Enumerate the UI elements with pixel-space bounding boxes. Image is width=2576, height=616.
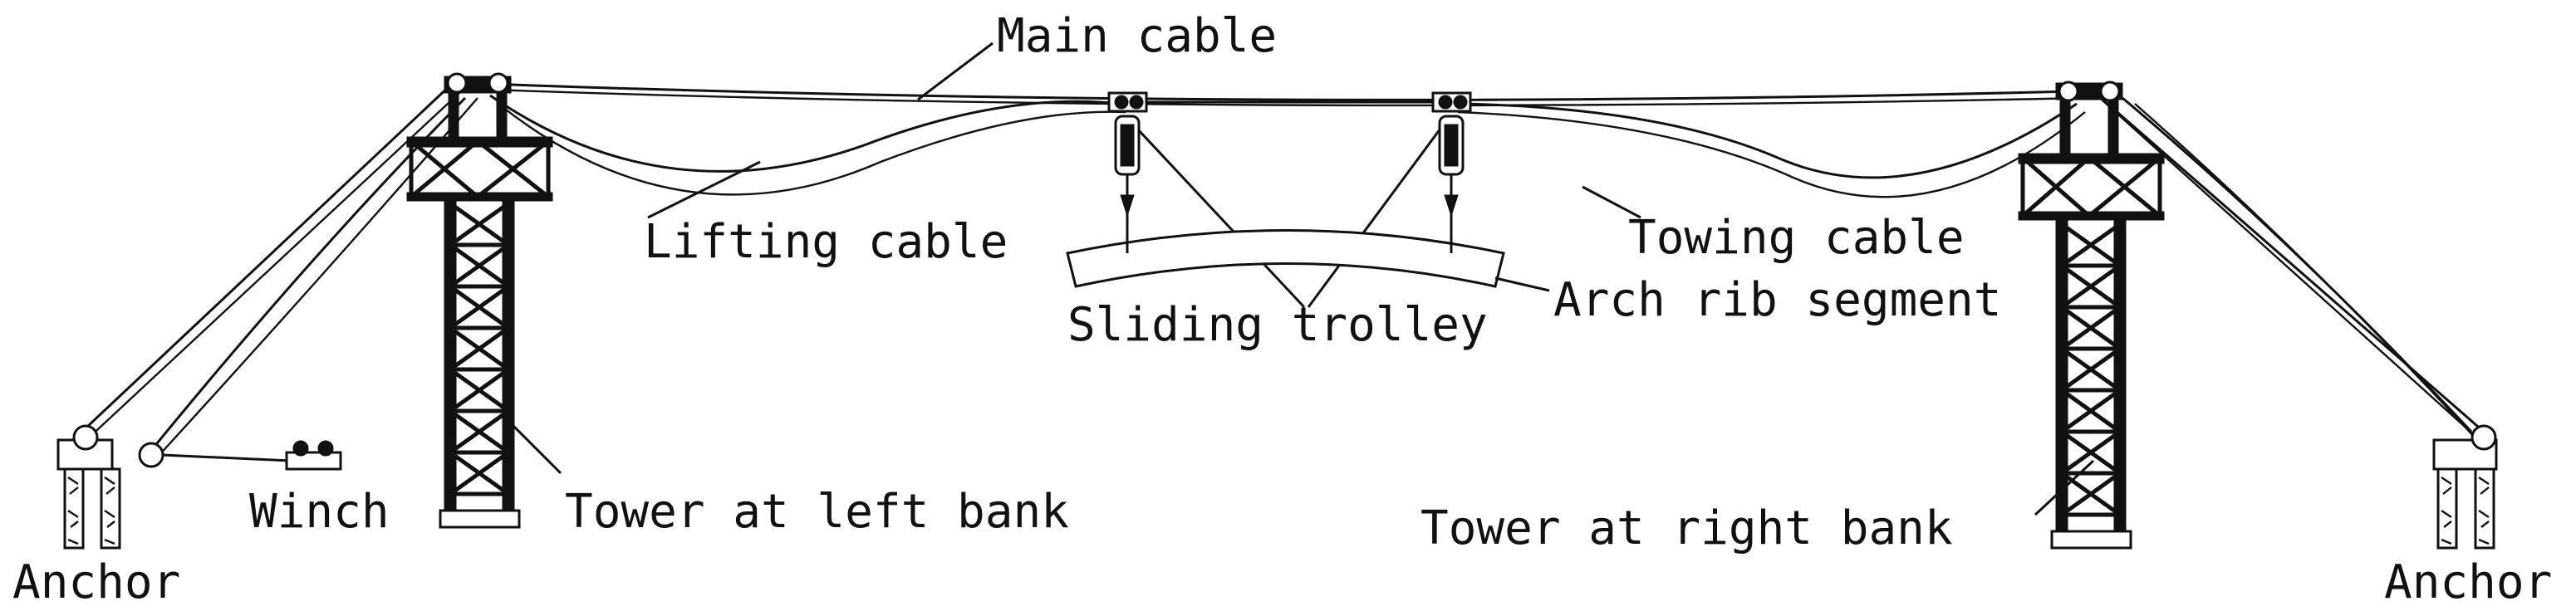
winch	[161, 440, 342, 471]
label-sliding-trolley: Sliding trolley	[1067, 298, 1488, 352]
label-tower-left: Tower at left bank	[565, 485, 1069, 539]
leader-lines	[501, 42, 2095, 516]
tower-left	[406, 72, 553, 529]
label-main-cable: Main cable	[997, 9, 1277, 63]
anchor-left	[56, 424, 164, 550]
label-anchor-left: Anchor	[12, 555, 180, 609]
anchor-right	[2432, 424, 2498, 550]
arch-rib-segment	[1066, 229, 1505, 288]
lifting-cable	[489, 94, 1126, 196]
tower-right	[2018, 81, 2165, 550]
sliding-trolley-left	[1107, 91, 1148, 253]
label-arch-rib-segment: Arch rib segment	[1553, 273, 2001, 327]
label-lifting-cable: Lifting cable	[644, 215, 1008, 269]
trolley-cables	[1124, 115, 1451, 309]
towing-cable	[1457, 102, 2086, 198]
sliding-trolley-right	[1431, 91, 1472, 253]
label-tower-right: Tower at right bank	[1420, 501, 1953, 555]
label-winch: Winch	[249, 485, 390, 539]
label-anchor-right: Anchor	[2384, 555, 2552, 609]
label-towing-cable: Towing cable	[1628, 211, 1965, 265]
